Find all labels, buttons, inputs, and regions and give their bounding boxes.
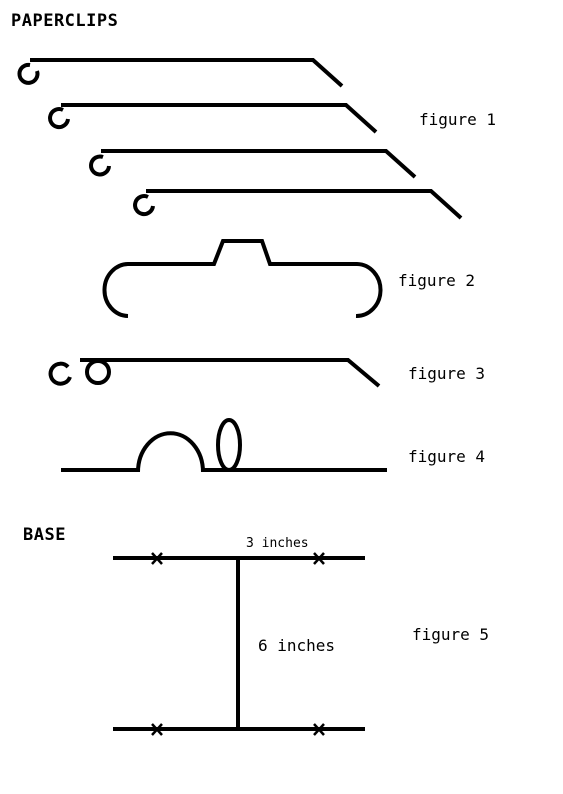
figure4-label: figure 4 <box>408 447 486 466</box>
figure2-label: figure 2 <box>398 271 476 290</box>
height-dimension-label: 6 inches <box>258 636 336 655</box>
x-mark-bottom-right <box>313 723 325 736</box>
x-mark-bottom-left <box>151 723 163 736</box>
figure4-arch-loop-wire <box>61 418 387 473</box>
figure3-double-loop-paperclip <box>48 358 381 388</box>
figure5-label: figure 5 <box>412 625 490 644</box>
figure1-paperclip-1 <box>17 58 344 88</box>
figure1-paperclips <box>17 58 463 220</box>
base-heading: BASE <box>23 525 66 545</box>
figure2-bent-paperclip <box>102 239 383 319</box>
figure1-paperclip-4 <box>133 189 463 220</box>
x-mark-top-right <box>313 552 325 565</box>
paperclips-heading: PAPERCLIPS <box>11 11 119 31</box>
figure3-label: figure 3 <box>408 364 486 383</box>
figure1-paperclip-3 <box>89 149 417 179</box>
figure1-label: figure 1 <box>419 110 497 129</box>
width-dimension-label: 3 inches <box>246 536 309 551</box>
figure5-base <box>113 552 365 736</box>
x-mark-top-left <box>151 552 163 565</box>
figure1-paperclip-2 <box>48 103 378 134</box>
